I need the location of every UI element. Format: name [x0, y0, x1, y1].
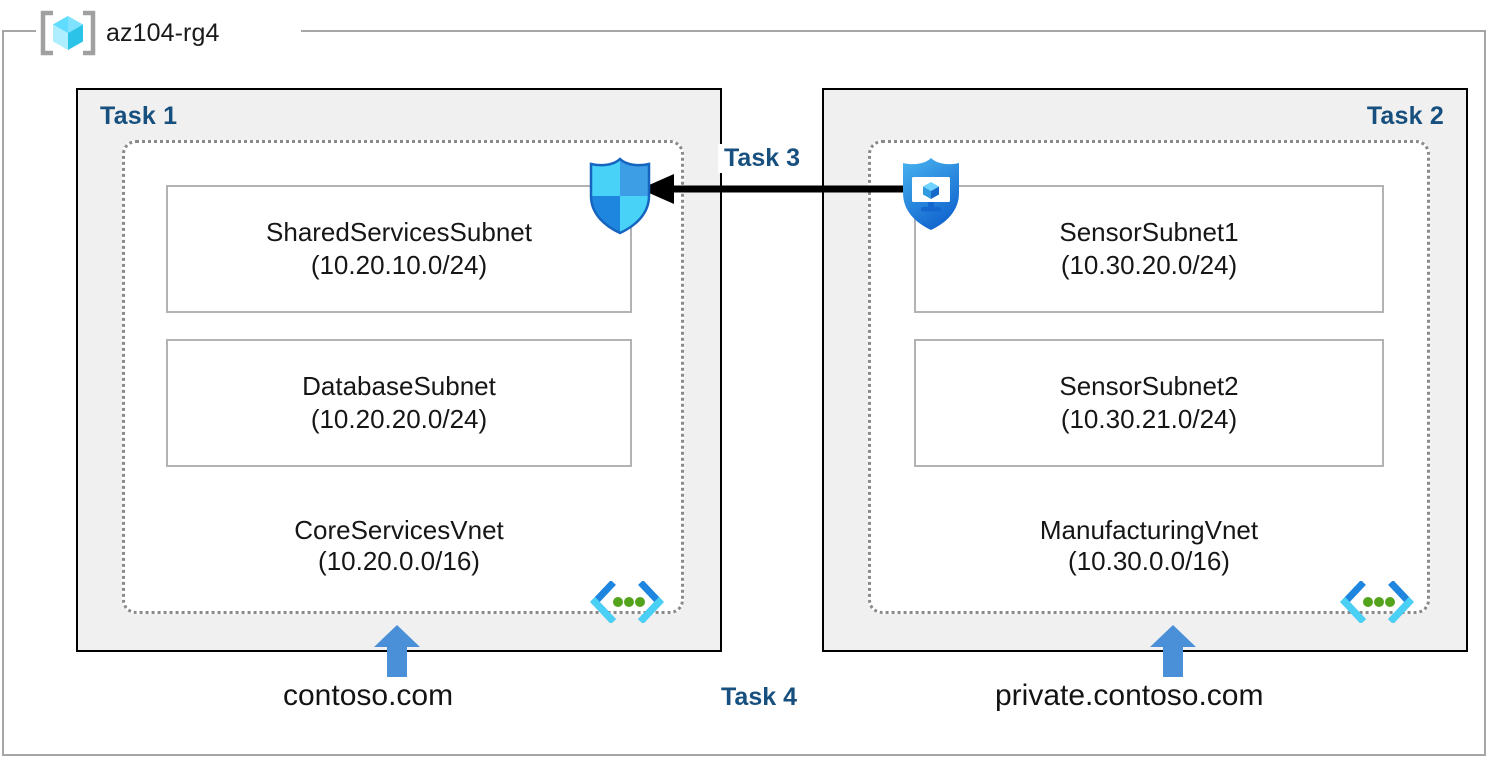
resource-group-name: az104-rg4: [106, 18, 220, 47]
task-2-label: Task 2: [1366, 102, 1444, 130]
up-arrow-icon: [1150, 625, 1196, 677]
manufacturingvnet-caption: ManufacturingVnet (10.30.0.0/16): [914, 515, 1384, 576]
subnet-name: SensorSubnet2: [1059, 371, 1239, 402]
dns-zone-label-private-contoso: private.contoso.com: [995, 679, 1264, 712]
subnet-name: SharedServicesSubnet: [266, 217, 532, 248]
task-1-label: Task 1: [100, 102, 178, 130]
azure-virtual-network-icon: [1340, 580, 1414, 624]
up-arrow-icon: [374, 625, 420, 677]
network-security-group-shield-icon: [583, 156, 657, 236]
subnet-name: SensorSubnet1: [1059, 217, 1239, 248]
subnet-sharedservicessubnet: SharedServicesSubnet (10.20.10.0/24): [166, 185, 632, 313]
subnet-sensorsubnet1: SensorSubnet1 (10.30.20.0/24): [914, 185, 1384, 313]
azure-resource-group-cube-icon: [40, 9, 96, 57]
vnet-peering-left-arrow-icon: [640, 168, 912, 210]
subnet-cidr: (10.30.20.0/24): [1060, 250, 1238, 280]
vnet-name: ManufacturingVnet: [1039, 515, 1259, 545]
subnet-databasesubnet: DatabaseSubnet (10.20.20.0/24): [166, 339, 632, 467]
resource-group-header: az104-rg4: [40, 8, 219, 58]
subnet-cidr: (10.20.20.0/24): [310, 404, 488, 434]
subnet-cidr: (10.30.21.0/24): [1060, 404, 1238, 434]
vm-protection-shield-icon: [897, 155, 965, 233]
resource-group-boundary: [2, 30, 1486, 756]
task-4-label: Task 4: [721, 683, 797, 711]
subnet-sensorsubnet2: SensorSubnet2 (10.30.21.0/24): [914, 339, 1384, 467]
dns-zone-label-contoso: contoso.com: [283, 679, 454, 712]
task-3-label: Task 3: [718, 144, 806, 173]
azure-virtual-network-icon: [590, 580, 664, 624]
vnet-cidr: (10.30.0.0/16): [1068, 545, 1230, 576]
vnet-cidr: (10.20.0.0/16): [318, 545, 480, 576]
coreservicesvnet-caption: CoreServicesVnet (10.20.0.0/16): [166, 515, 632, 576]
subnet-name: DatabaseSubnet: [302, 371, 496, 402]
subnet-cidr: (10.20.10.0/24): [310, 250, 488, 280]
vnet-name: CoreServicesVnet: [294, 515, 504, 545]
